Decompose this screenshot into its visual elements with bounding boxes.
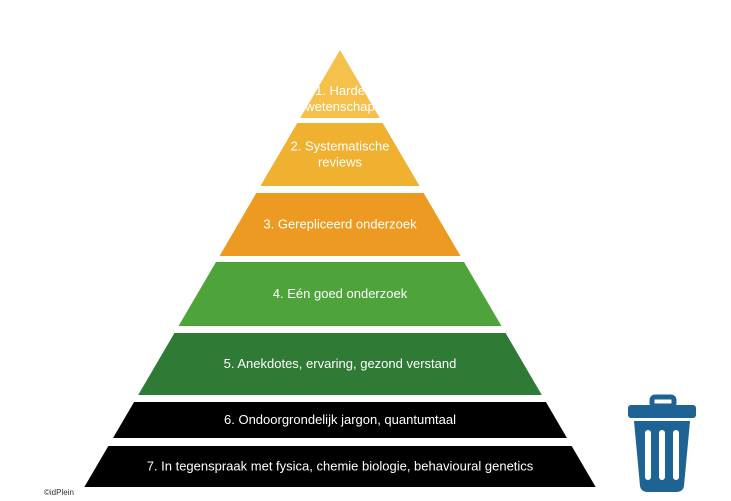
- pyramid-level-label-line: 4. Eén goed onderzoek: [273, 286, 408, 301]
- pyramid-level-3-label: 3. Gerepliceerd onderzoek: [263, 217, 417, 232]
- trash-can-icon: [628, 394, 696, 492]
- copyright-text: ©idPlein: [44, 488, 74, 497]
- trash-can-lid: [628, 405, 696, 418]
- trash-can-slot: [645, 430, 651, 480]
- pyramid-level-label-line: 5. Anekdotes, ervaring, gezond verstand: [224, 356, 457, 371]
- pyramid-level-3: [219, 193, 461, 256]
- pyramid-level-label-line: reviews: [318, 155, 363, 170]
- pyramid-level-7: [84, 446, 596, 487]
- pyramid-level-4: [178, 262, 502, 326]
- pyramid-level-4-label: 4. Eén goed onderzoek: [273, 286, 408, 301]
- pyramid-level-6: [113, 402, 567, 438]
- pyramid-level-label-line: 7. In tegenspraak met fysica, chemie bio…: [147, 459, 534, 474]
- trash-can-slot: [659, 430, 665, 480]
- pyramid-level-label-line: 3. Gerepliceerd onderzoek: [263, 217, 417, 232]
- pyramid-level-2: [260, 123, 420, 186]
- pyramid-level-1: [300, 50, 380, 118]
- pyramid-level-6-label: 6. Ondoorgrondelijk jargon, quantumtaal: [224, 412, 456, 427]
- pyramid-level-5: [138, 333, 542, 395]
- pyramid-level-7-label: 7. In tegenspraak met fysica, chemie bio…: [147, 459, 534, 474]
- pyramid-level-5-label: 5. Anekdotes, ervaring, gezond verstand: [224, 356, 457, 371]
- trash-can-slot: [673, 430, 679, 480]
- pyramid-level-label-line: 1. Harde: [315, 83, 365, 98]
- pyramid-level-label-line: 6. Ondoorgrondelijk jargon, quantumtaal: [224, 412, 456, 427]
- pyramid-level-label-line: 2. Systematische: [291, 139, 390, 154]
- trash-can-handle: [649, 394, 677, 409]
- pyramid-level-label-line: wetenschap: [304, 99, 374, 114]
